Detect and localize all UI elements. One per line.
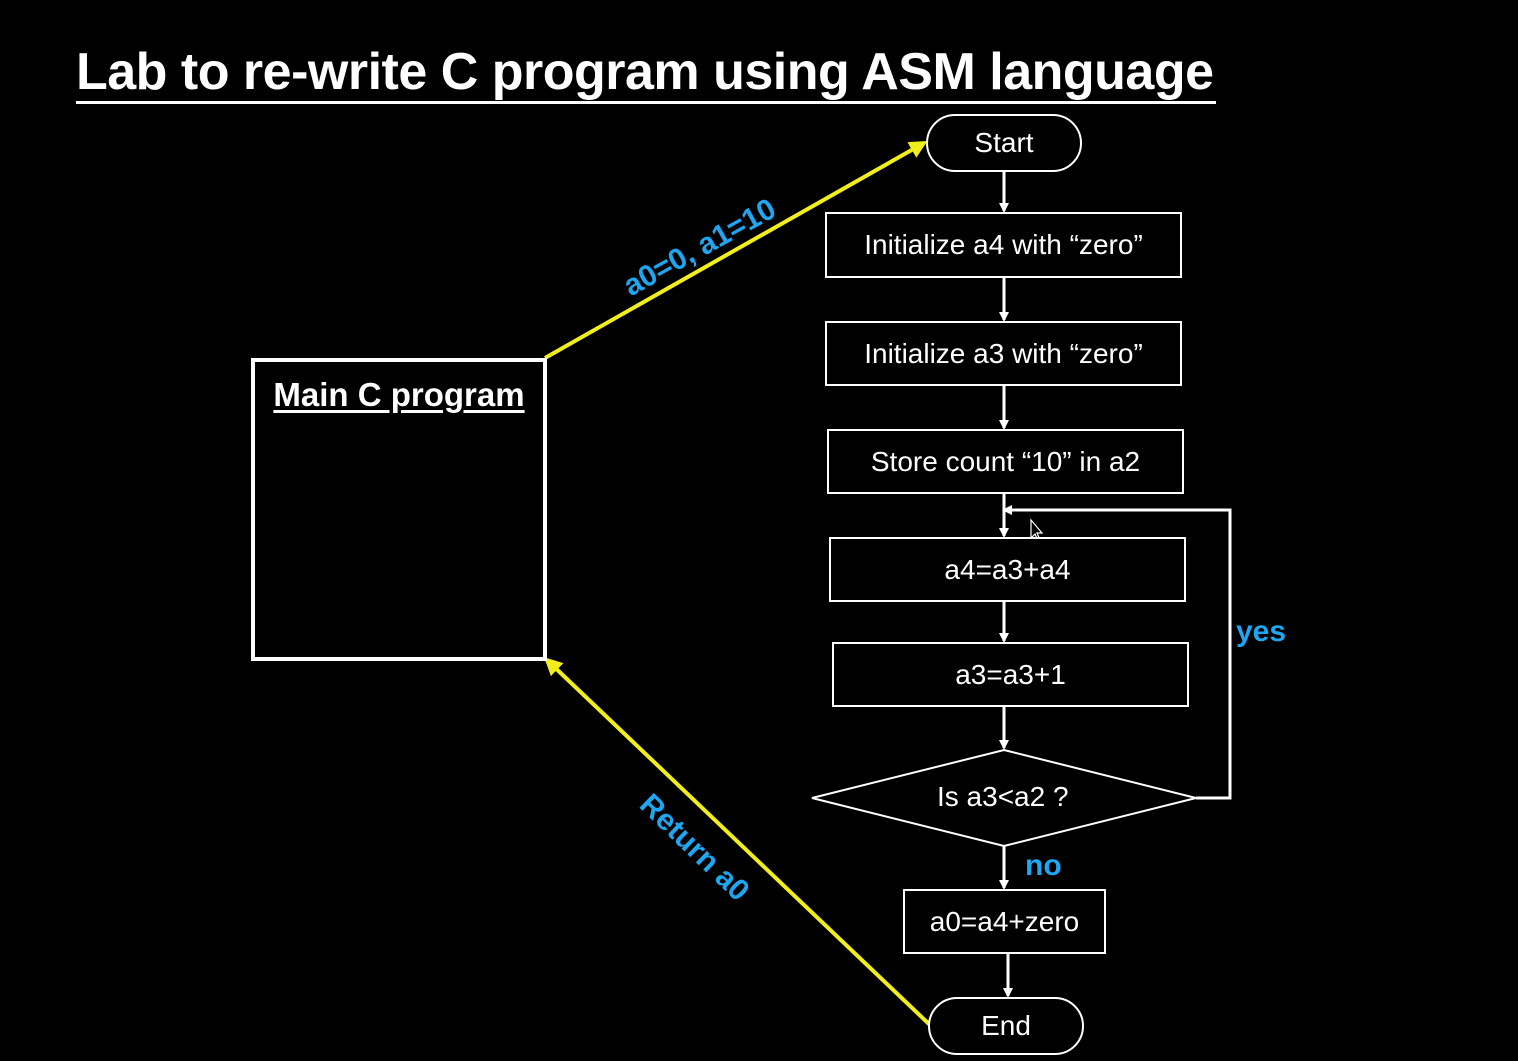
- decision-label: Is a3<a2 ?: [937, 781, 1069, 812]
- end-terminal: End: [928, 997, 1084, 1055]
- step-increment: a3=a3+1: [832, 642, 1189, 707]
- return-arrow: [544, 657, 932, 1027]
- step-init-a3: Initialize a3 with “zero”: [825, 321, 1182, 386]
- no-label: no: [1025, 849, 1062, 882]
- yes-loop-arrow: [1002, 505, 1232, 800]
- step-init-a4: Initialize a4 with “zero”: [825, 212, 1182, 278]
- yes-label: yes: [1236, 615, 1287, 648]
- step-store-count: Store count “10” in a2: [827, 429, 1184, 494]
- main-c-program-label: Main C program: [273, 376, 525, 413]
- call-arrow: [544, 141, 928, 360]
- main-c-program-box: Main C program: [251, 358, 547, 661]
- step-add: a4=a3+a4: [829, 537, 1186, 602]
- title-underline: [76, 101, 1216, 104]
- step-result: a0=a4+zero: [903, 889, 1106, 954]
- page-title: Lab to re-write C program using ASM lang…: [76, 43, 1214, 101]
- decision-diamond: [811, 748, 1197, 848]
- start-terminal: Start: [926, 114, 1082, 172]
